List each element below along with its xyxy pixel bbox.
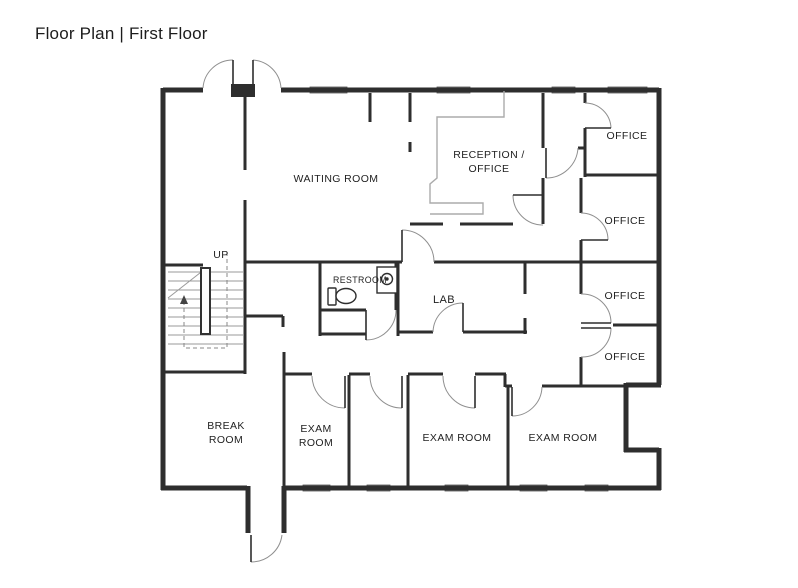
exam-room-2-label: EXAM ROOM [423, 432, 492, 444]
entrance-mullion [231, 84, 255, 97]
restroom-label: RESTROOM [333, 275, 387, 285]
vestibule-exit-door-arc [250, 534, 283, 563]
break-room-label-line2: ROOM [209, 434, 243, 446]
door-leaves [232, 60, 611, 562]
room-labels: WAITING ROOM RECEPTION / OFFICE OFFICE O… [207, 130, 647, 449]
toilet-icon [327, 287, 357, 306]
windows [302, 86, 648, 492]
office-2-label: OFFICE [605, 215, 646, 227]
sink-drain [385, 277, 389, 281]
exam-2-door-arc [442, 375, 476, 409]
exam-room-1-label-line1: EXAM [300, 423, 331, 435]
closet-door-arc [369, 375, 403, 409]
corridor-door-arc [545, 147, 579, 179]
door-leaf-lines [232, 60, 611, 562]
office-3-door-arc [580, 293, 612, 324]
up-arrow-icon [180, 295, 188, 304]
stairs [167, 252, 243, 349]
lab-label: LAB [433, 294, 455, 306]
office-1-label: OFFICE [607, 130, 648, 142]
stairs-up-label: UP [213, 249, 228, 261]
toilet-tank [327, 287, 337, 306]
stair-handrail [200, 267, 211, 335]
office-2-door-arc [580, 212, 609, 241]
waiting-room-label: WAITING ROOM [294, 173, 379, 185]
stair-up-path [180, 252, 228, 349]
office-1-door-arc [584, 102, 612, 129]
interior-wall-path [164, 92, 659, 488]
lab-door-arc [432, 302, 464, 333]
entrance-left-door-arc [202, 59, 234, 89]
exam-room-3-label: EXAM ROOM [529, 432, 598, 444]
toilet-bowl [335, 287, 357, 305]
office-4-door-arc [580, 327, 612, 358]
waiting-room-door-arc [401, 229, 435, 263]
reception-counter [429, 91, 505, 215]
counter-outline [429, 91, 505, 215]
restroom-door-arc [365, 309, 397, 341]
exam-3-door-arc [511, 386, 543, 417]
break-room-label-line1: BREAK [207, 420, 245, 432]
exam-room-1-label-line2: ROOM [299, 437, 333, 449]
sink-icon [376, 266, 398, 294]
entrance-right-door-arc [252, 59, 282, 89]
reception-door-arc [512, 194, 544, 226]
office-4-label: OFFICE [605, 351, 646, 363]
interior-walls [164, 92, 659, 488]
exam-1-door-arc [311, 375, 346, 409]
restroom-fixtures [327, 266, 398, 306]
page-title: Floor Plan | First Floor [35, 24, 208, 43]
reception-office-label-line1: RECEPTION / [453, 149, 525, 161]
door-arcs [202, 59, 612, 563]
reception-office-label-line2: OFFICE [469, 163, 510, 175]
stair-dashed-route [183, 252, 228, 349]
exterior-walls [160, 84, 662, 533]
office-3-label: OFFICE [605, 290, 646, 302]
